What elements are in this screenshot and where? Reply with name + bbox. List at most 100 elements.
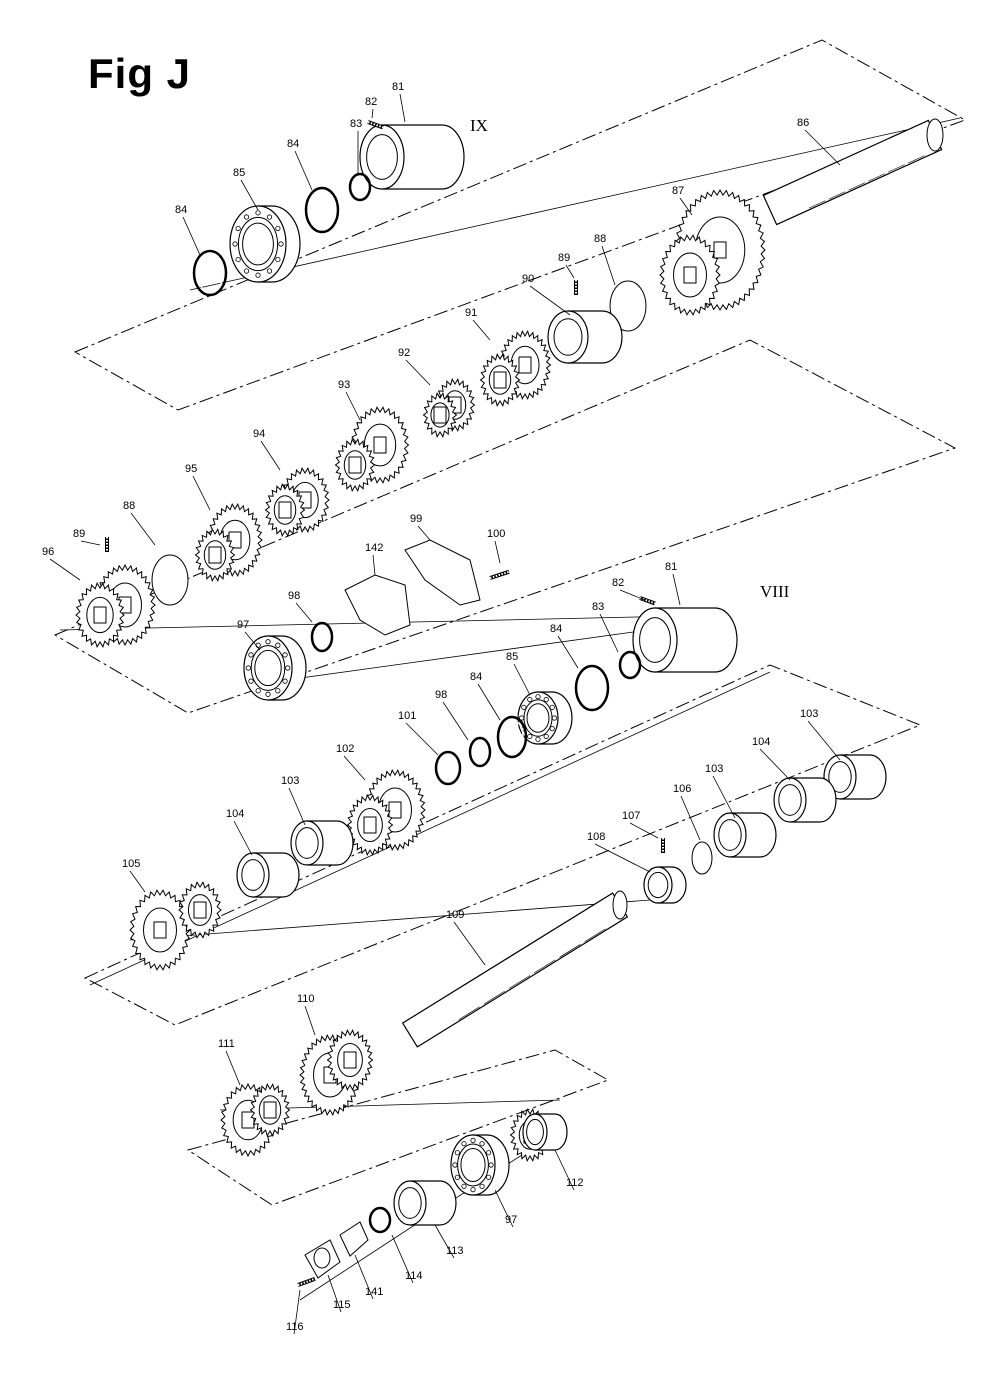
callout-99: 99 xyxy=(410,513,422,525)
part-gear-112 xyxy=(509,1108,568,1162)
part-shaft-86 xyxy=(762,118,944,226)
callout-labels: 8182838484858687888990919293949588899697… xyxy=(42,81,818,1333)
leader-line xyxy=(405,722,439,756)
leader-line xyxy=(345,391,361,421)
part-collar-108 xyxy=(643,866,687,904)
leader-line xyxy=(434,1224,455,1259)
leader-line xyxy=(192,475,211,511)
leader-line xyxy=(129,870,146,893)
part-gear-94 xyxy=(264,467,330,537)
leader-line xyxy=(304,1005,316,1036)
part-disc-106 xyxy=(691,841,713,875)
figure-title: Fig J xyxy=(88,50,192,97)
callout-106: 106 xyxy=(673,783,691,795)
leader-line xyxy=(629,822,659,839)
callout-105: 105 xyxy=(122,858,140,870)
callout-85: 85 xyxy=(233,167,245,179)
part-bearing-85 xyxy=(517,691,573,745)
callout-90: 90 xyxy=(522,273,534,285)
axis-line xyxy=(89,671,771,986)
leader-line xyxy=(225,1050,241,1086)
callout-85: 85 xyxy=(506,651,518,663)
leader-line xyxy=(293,1289,301,1335)
callout-86: 86 xyxy=(797,117,809,129)
leader-line xyxy=(712,775,736,819)
callout-88: 88 xyxy=(123,500,135,512)
part-gear-111 xyxy=(220,1082,291,1158)
shaft-label-upper: IX xyxy=(470,116,488,135)
callout-95: 95 xyxy=(185,463,197,475)
leader-line xyxy=(260,440,281,471)
callout-101: 101 xyxy=(398,710,416,722)
callout-97: 97 xyxy=(505,1214,517,1226)
part-bushing-103 xyxy=(290,820,354,866)
callout-91: 91 xyxy=(465,307,477,319)
leader-line xyxy=(565,264,575,279)
leader-line xyxy=(354,1254,374,1300)
part-gear-96 xyxy=(75,563,156,648)
part-shaft-109 xyxy=(401,890,629,1048)
leader-line xyxy=(619,589,646,601)
parts-layer xyxy=(75,118,944,1287)
callout-104: 104 xyxy=(752,736,770,748)
callout-84: 84 xyxy=(287,138,299,150)
part-disc-88 xyxy=(151,554,189,606)
part-screw-100 xyxy=(489,569,510,580)
callout-110: 110 xyxy=(297,993,315,1005)
callout-100: 100 xyxy=(487,528,505,540)
part-gear-93 xyxy=(334,406,410,492)
part-plate-141 xyxy=(339,1221,369,1257)
part-sleeve-81 xyxy=(359,124,465,190)
part-sleeve-81 xyxy=(632,607,738,673)
leader-line xyxy=(399,93,406,123)
leader-line xyxy=(327,1274,342,1313)
leader-line xyxy=(442,701,469,741)
leader-line xyxy=(372,554,376,576)
leader-line xyxy=(554,1149,575,1191)
callout-112: 112 xyxy=(566,1177,584,1189)
part-ring-83 xyxy=(618,650,642,680)
part-ring-84 xyxy=(304,186,340,234)
part-ring-84 xyxy=(192,249,228,297)
leader-line xyxy=(453,921,486,966)
leader-line xyxy=(807,720,841,761)
part-gear-92 xyxy=(422,378,476,438)
assembly-frame xyxy=(186,1049,610,1206)
callout-108: 108 xyxy=(587,831,605,843)
part-gear-87 xyxy=(659,188,766,316)
leader-line xyxy=(494,540,501,564)
part-bushing-104 xyxy=(773,777,837,823)
leader-line xyxy=(672,573,681,606)
leader-line xyxy=(295,602,313,623)
part-gear-110 xyxy=(299,1028,374,1116)
callout-98: 98 xyxy=(435,689,447,701)
leader-line xyxy=(417,525,431,541)
axis-line xyxy=(129,899,651,941)
callout-97: 97 xyxy=(237,619,249,631)
part-plate-99 xyxy=(404,539,481,606)
part-gear-95 xyxy=(194,503,263,582)
callout-103: 103 xyxy=(281,775,299,787)
callout-88: 88 xyxy=(594,233,606,245)
part-screw-82 xyxy=(367,120,384,130)
part-bearing-97 xyxy=(243,635,307,701)
part-gear-91 xyxy=(479,329,552,407)
leader-line xyxy=(601,245,616,286)
leader-line xyxy=(294,150,313,191)
part-ring-83 xyxy=(348,172,372,202)
callout-103: 103 xyxy=(705,763,723,775)
part-gear-102 xyxy=(346,769,426,857)
part-washer-101 xyxy=(434,750,462,786)
part-ring-98 xyxy=(468,736,492,768)
leader-line xyxy=(680,795,701,841)
leader-line xyxy=(529,285,571,316)
leader-lines xyxy=(49,93,841,1335)
assembly-frame xyxy=(73,39,967,411)
callout-92: 92 xyxy=(398,347,410,359)
callout-93: 93 xyxy=(338,379,350,391)
callout-109: 109 xyxy=(446,909,464,921)
leader-line xyxy=(288,787,306,826)
axis-line xyxy=(189,117,961,291)
